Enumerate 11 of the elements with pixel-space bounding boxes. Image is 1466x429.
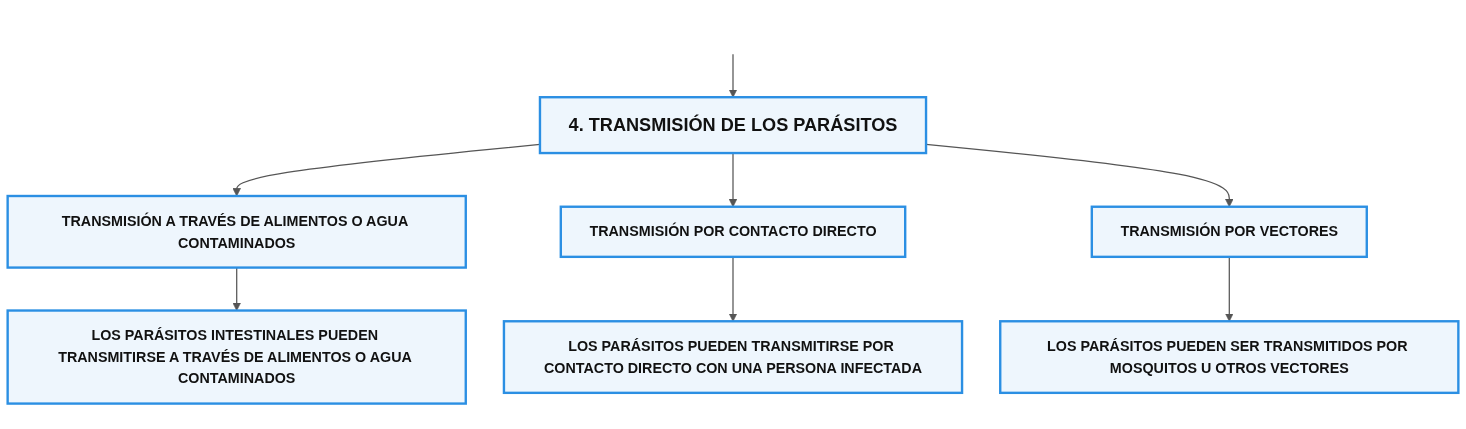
node-box: LOS PARÁSITOS PUEDEN SER TRANSMITIDOS POR MOSQUITOS U OTROS VECTORES [999,319,1460,394]
arrow [728,53,738,98]
node-box: TRANSMISIÓN A TRAVÉS DE ALIMENTOS O AGUA CONTAMINADOS [6,194,467,269]
node-box: 4. TRANSMISIÓN DE LOS PARÁSITOS [538,95,928,155]
arrow [1225,256,1234,322]
node-box: LOS PARÁSITOS PUEDEN TRANSMITIRSE POR CONTACTO DIRECTO CON UNA PERSONA INFECTADA [502,319,964,394]
arrow [728,152,738,207]
node-box: TRANSMISIÓN POR VECTORES [1090,205,1368,258]
arrow [728,256,738,322]
node-box: TRANSMISIÓN POR CONTACTO DIRECTO [559,205,907,258]
node-box: LOS PARÁSITOS INTESTINALES PUEDEN TRANSMITIRSE A TRAVÉS DE ALIMENTOS O AGUA CONTAMINADOS [6,309,467,405]
